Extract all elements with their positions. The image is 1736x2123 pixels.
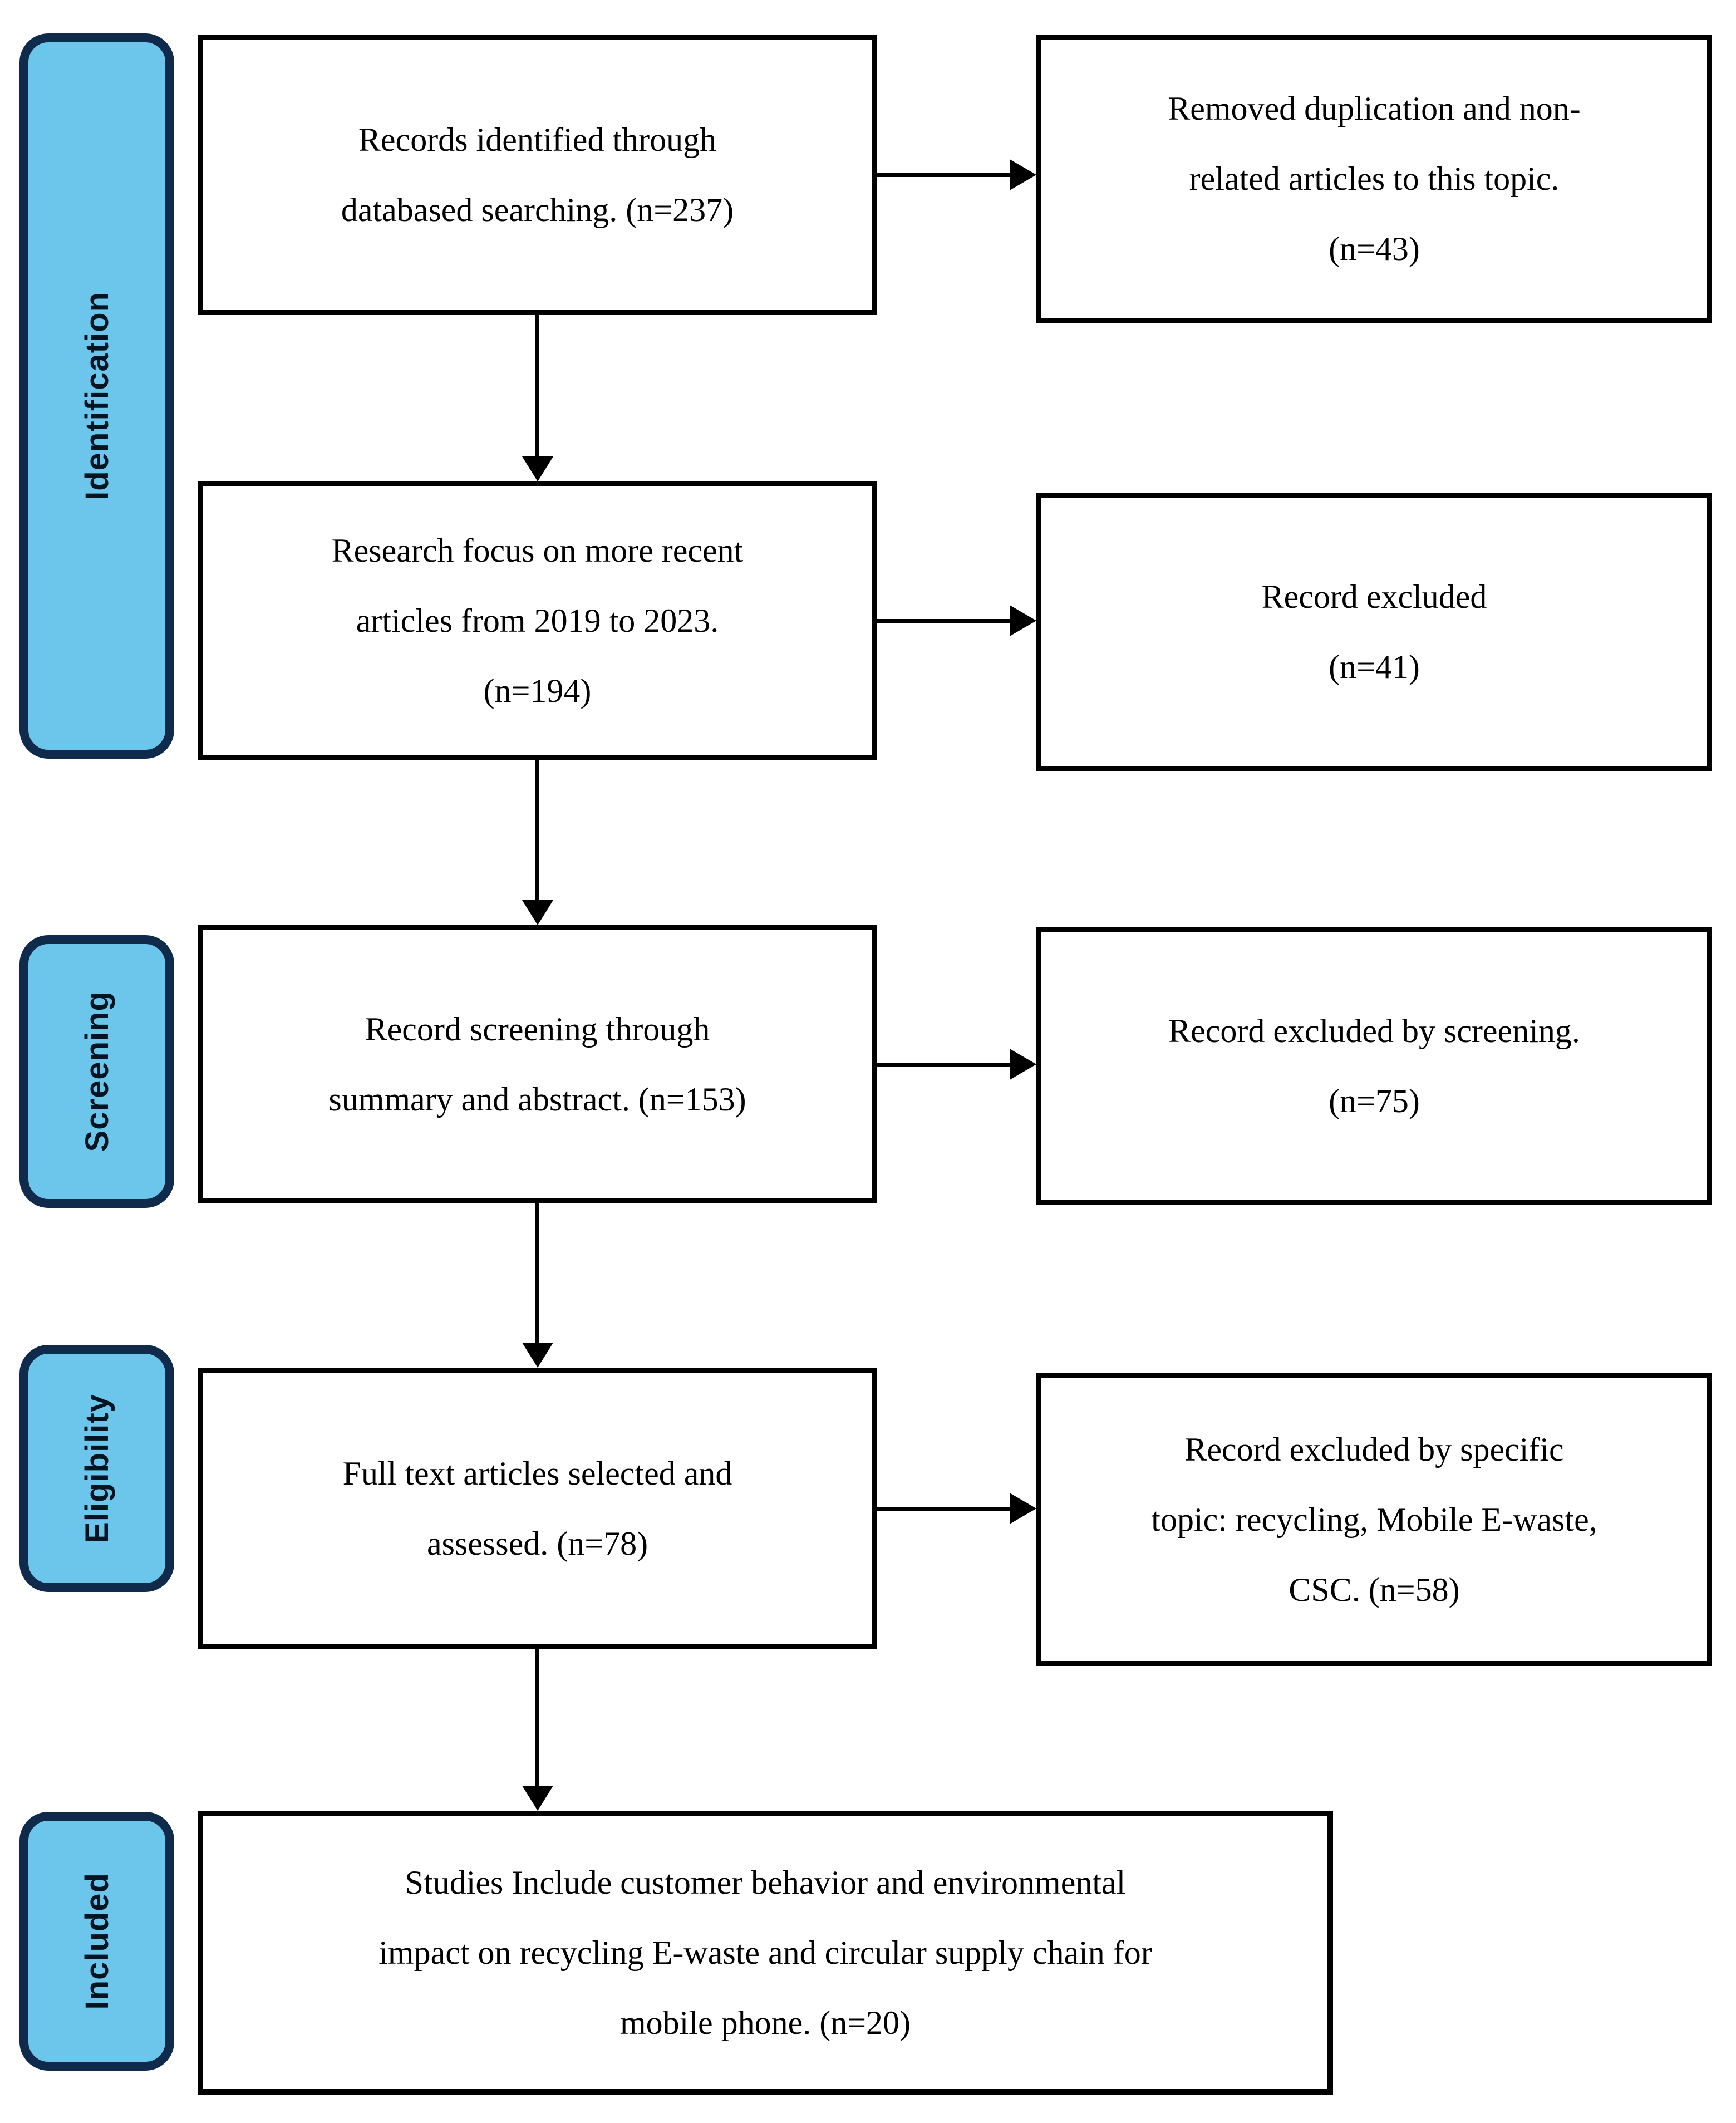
- arrow-line-screening-to-fulltext: [535, 1203, 539, 1343]
- box-record-excluded-date-line1: Record excluded: [1261, 578, 1487, 615]
- arrow-line-recent-to-excluded: [877, 619, 1010, 623]
- arrow-line-fulltext-to-included: [535, 1649, 539, 1786]
- box-recent-articles-line1: Research focus on more recent: [331, 532, 744, 569]
- stage-included-label: Included: [78, 1873, 115, 2010]
- box-fulltext-assessed-line2: assessed. (n=78): [426, 1525, 648, 1562]
- box-removed-duplication-line3: (n=43): [1329, 230, 1420, 267]
- stage-screening: Screening: [19, 935, 174, 1208]
- box-studies-included: Studies Include customer behavior and en…: [198, 1811, 1333, 2095]
- box-record-excluded-screening-line2: (n=75): [1329, 1083, 1420, 1119]
- box-record-excluded-screening: Record excluded by screening. (n=75): [1036, 927, 1712, 1205]
- box-recent-articles: Research focus on more recent articles f…: [198, 481, 877, 760]
- arrowhead-right-icon: [1010, 1049, 1036, 1080]
- box-studies-included-line3: mobile phone. (n=20): [619, 2004, 911, 2041]
- stage-identification-label: Identification: [78, 292, 115, 500]
- box-record-excluded-date: Record excluded (n=41): [1036, 493, 1712, 771]
- arrow-line-identified-to-removed: [877, 173, 1010, 177]
- box-record-excluded-screening-line1: Record excluded by screening.: [1168, 1013, 1580, 1049]
- arrowhead-right-icon: [1010, 1493, 1036, 1524]
- box-record-screening-line1: Record screening through: [365, 1011, 710, 1048]
- arrow-line-screening-to-excluded: [877, 1063, 1010, 1067]
- box-fulltext-assessed: Full text articles selected and assessed…: [198, 1368, 877, 1649]
- box-removed-duplication-line1: Removed duplication and non-: [1168, 90, 1581, 127]
- box-records-identified: Records identified through databased sea…: [198, 35, 877, 315]
- box-removed-duplication: Removed duplication and non- related art…: [1036, 35, 1712, 323]
- box-studies-included-line2: impact on recycling E-waste and circular…: [378, 1934, 1152, 1971]
- box-record-screening: Record screening through summary and abs…: [198, 925, 877, 1203]
- box-records-identified-line1: Records identified through: [358, 121, 717, 158]
- stage-eligibility: Eligibility: [19, 1345, 174, 1592]
- arrowhead-right-icon: [1010, 159, 1036, 190]
- arrowhead-down-icon: [522, 456, 553, 481]
- box-record-excluded-topic-line2: topic: recycling, Mobile E-waste,: [1151, 1501, 1597, 1538]
- arrowhead-down-icon: [522, 1343, 553, 1368]
- stage-screening-label: Screening: [78, 991, 115, 1152]
- arrow-line-fulltext-to-excluded: [877, 1507, 1010, 1511]
- arrow-line-identified-to-recent: [535, 315, 539, 456]
- box-recent-articles-line2: articles from 2019 to 2023.: [356, 602, 719, 639]
- stage-identification: Identification: [19, 33, 174, 759]
- arrowhead-down-icon: [522, 1786, 553, 1811]
- box-record-screening-line2: summary and abstract. (n=153): [328, 1081, 746, 1118]
- box-recent-articles-line3: (n=194): [483, 672, 592, 709]
- box-removed-duplication-line2: related articles to this topic.: [1189, 160, 1560, 197]
- arrow-line-recent-to-screening: [535, 760, 539, 900]
- arrowhead-down-icon: [522, 900, 553, 925]
- box-fulltext-assessed-line1: Full text articles selected and: [342, 1454, 732, 1492]
- box-record-excluded-topic: Record excluded by specific topic: recyc…: [1036, 1373, 1712, 1666]
- box-record-excluded-topic-line3: CSC. (n=58): [1289, 1571, 1460, 1608]
- box-record-excluded-date-line2: (n=41): [1329, 648, 1420, 685]
- arrowhead-right-icon: [1010, 605, 1036, 636]
- box-records-identified-line2: databased searching. (n=237): [341, 191, 734, 228]
- stage-eligibility-label: Eligibility: [78, 1393, 115, 1544]
- box-record-excluded-topic-line1: Record excluded by specific: [1184, 1431, 1564, 1468]
- box-studies-included-line1: Studies Include customer behavior and en…: [405, 1864, 1126, 1901]
- stage-included: Included: [19, 1812, 174, 2071]
